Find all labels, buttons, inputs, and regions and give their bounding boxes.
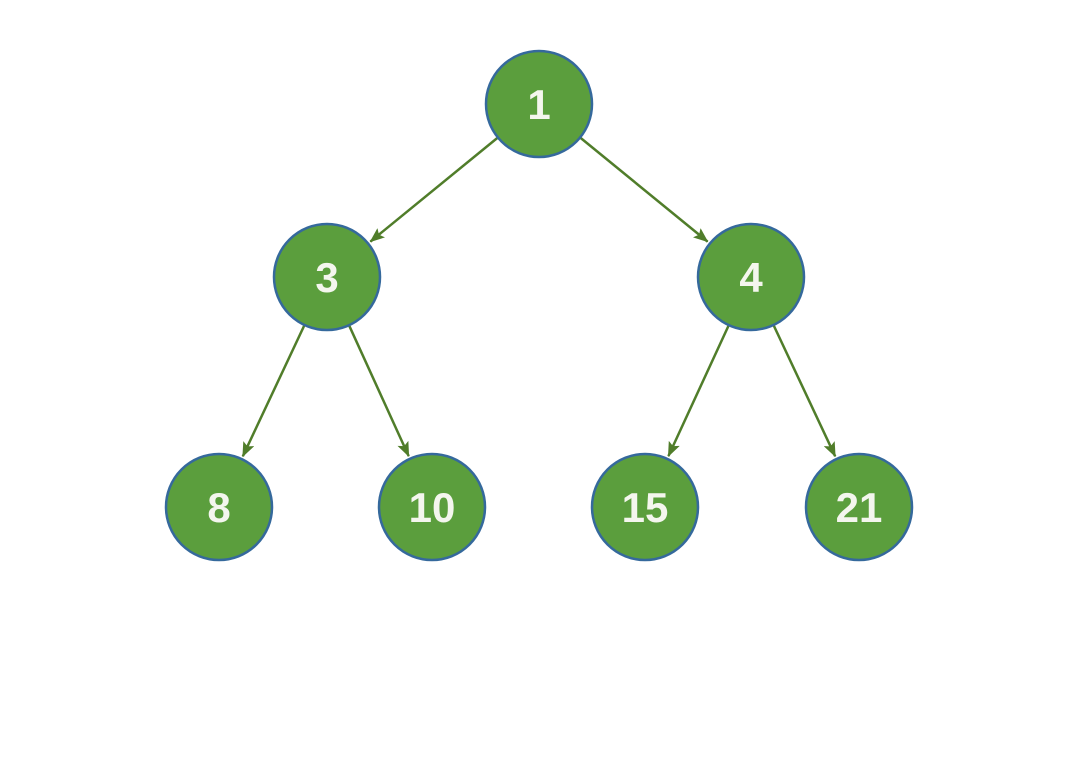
tree-edge-1-4: [579, 136, 709, 243]
tree-edge-4-21: [772, 324, 837, 458]
tree-node-10: 10: [377, 452, 487, 562]
tree-node-21: 21: [804, 452, 914, 562]
tree-node-circle-3: [272, 222, 382, 332]
tree-node-15: 15: [590, 452, 700, 562]
tree-node-circle-8: [164, 452, 274, 562]
edges-layer: [241, 136, 837, 458]
tree-edge-3-8: [241, 324, 306, 458]
tree-node-circle-21: [804, 452, 914, 562]
tree-node-circle-4: [696, 222, 806, 332]
tree-node-circle-10: [377, 452, 487, 562]
tree-node-8: 8: [164, 452, 274, 562]
tree-node-circle-1: [484, 49, 594, 159]
tree-node-circle-15: [590, 452, 700, 562]
tree-node-3: 3: [272, 222, 382, 332]
tree-edge-1-3: [369, 136, 499, 243]
nodes-layer: 13 4 8 10 15 21: [164, 49, 914, 562]
tree-edge-4-15: [667, 324, 730, 458]
tree-node-1: 1: [484, 49, 594, 159]
tree-edge-3-10: [347, 324, 410, 458]
tree-node-4: 4: [696, 222, 806, 332]
